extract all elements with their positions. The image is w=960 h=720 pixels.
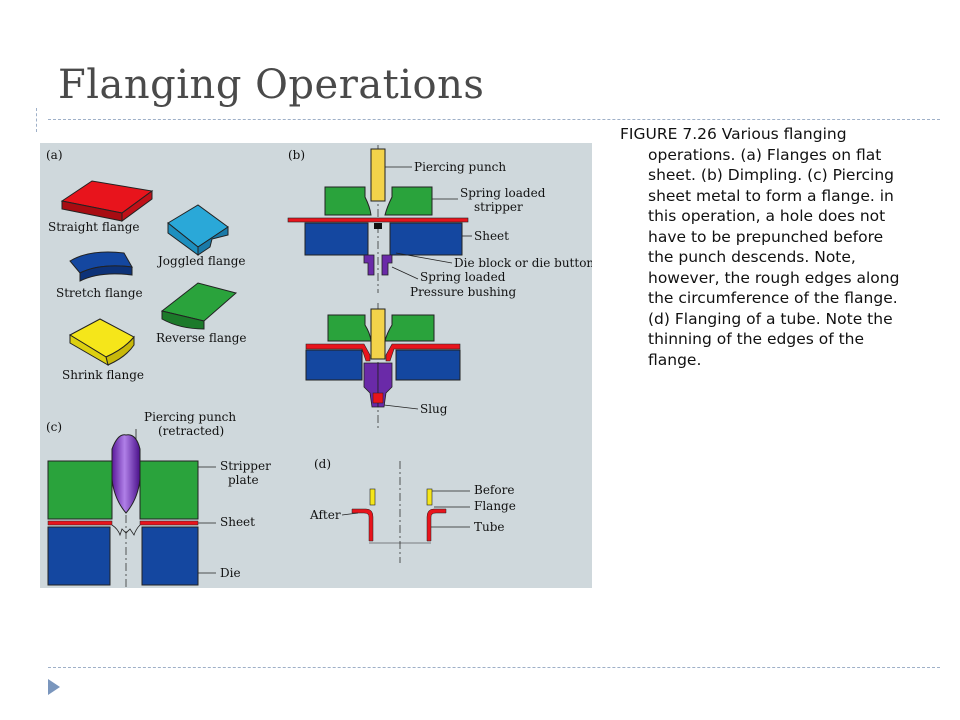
before-flange-left [369, 488, 376, 506]
die-left-c [47, 526, 111, 586]
flanging-figure: (a) Straight flange Joggled flange Stret… [40, 143, 594, 588]
after-flange-left [351, 508, 374, 542]
panel-a-tag: (a) [46, 148, 63, 162]
shrink-flange-part [68, 318, 135, 367]
bullet-triangle-icon [48, 679, 60, 695]
stripper-left-b2 [327, 314, 372, 342]
sheet-b [287, 217, 469, 223]
top-divider [48, 119, 940, 120]
die-left-b [304, 222, 369, 256]
after-flange-right [426, 508, 447, 542]
joggled-flange-label: Joggled flange [156, 254, 246, 268]
flanging-diagram: (a) Straight flange Joggled flange Stret… [46, 145, 594, 588]
reverse-flange-part [160, 282, 238, 330]
shrink-flange-label: Shrink flange [62, 368, 144, 382]
stripper-right-b [384, 186, 433, 216]
stripper-left-b [324, 186, 372, 216]
sheet-b2-left [305, 343, 371, 362]
straight-flange-part [60, 180, 154, 222]
die-right-b [389, 222, 463, 256]
bottom-divider [48, 667, 940, 668]
stretch-flange-label: Stretch flange [56, 286, 143, 300]
stripper-label-c: Stripper [220, 459, 271, 473]
sheet-b2-right [385, 343, 461, 362]
die-right-c [141, 526, 199, 586]
sheet-right-c [139, 520, 199, 526]
die-label-c: Die [220, 566, 241, 580]
sheet-left-c [47, 520, 113, 526]
die-block-label: Die block or die button [454, 256, 592, 270]
retracted-label-c: (retracted) [158, 424, 224, 438]
slug-label: Slug [420, 402, 448, 416]
bushing-right-b [381, 254, 393, 276]
slug-b-dark [374, 223, 382, 229]
after-label: After [309, 508, 341, 522]
plate-label-c: plate [228, 473, 259, 487]
piercing-punch-b [370, 148, 386, 202]
straight-flange-label: Straight flange [48, 220, 140, 234]
leader-die-block [395, 252, 453, 264]
stripper-label-b: stripper [474, 200, 523, 214]
stripper-plate-right-c [139, 460, 199, 520]
stripper-plate-left-c [47, 460, 113, 520]
panel-b-tag: (b) [288, 148, 305, 162]
piercing-punch-label-b: Piercing punch [414, 160, 506, 174]
tube-label: Tube [474, 520, 505, 534]
leader-pressure-bushing [391, 266, 419, 280]
leader-slug [383, 404, 419, 410]
sheet-label-b: Sheet [474, 229, 509, 243]
die-left-b2 [305, 349, 363, 381]
panel-c-tag: (c) [46, 420, 62, 434]
flange-label: Flange [474, 499, 516, 513]
die-right-b2 [395, 349, 461, 381]
piercing-punch-b2 [370, 308, 386, 360]
figure-caption: FIGURE 7.26 Various flanging operations.… [620, 124, 900, 370]
bushing-left-b [363, 254, 375, 276]
spring-loaded-label-1: Spring loaded [460, 186, 546, 200]
rough-edges-c [111, 524, 141, 537]
before-label: Before [474, 483, 514, 497]
piercing-punch-c [111, 434, 141, 514]
slide-title: Flanging Operations [58, 62, 485, 108]
top-left-dotted-mark [36, 108, 37, 132]
leader-after [341, 512, 359, 516]
joggled-flange-part [167, 204, 229, 256]
panel-d-tag: (d) [314, 457, 331, 471]
before-flange-right [426, 488, 433, 506]
spring-loaded-label-2: Spring loaded [420, 270, 506, 284]
reverse-flange-label: Reverse flange [156, 331, 247, 345]
sheet-label-c: Sheet [220, 515, 255, 529]
stripper-right-b2 [384, 314, 435, 342]
piercing-punch-label-c: Piercing punch [144, 410, 236, 424]
figure-caption-text: FIGURE 7.26 Various flanging operations.… [620, 125, 900, 369]
slug-b2 [372, 392, 384, 404]
pressure-bushing-label: Pressure bushing [410, 285, 516, 299]
stretch-flange-part [69, 251, 133, 282]
